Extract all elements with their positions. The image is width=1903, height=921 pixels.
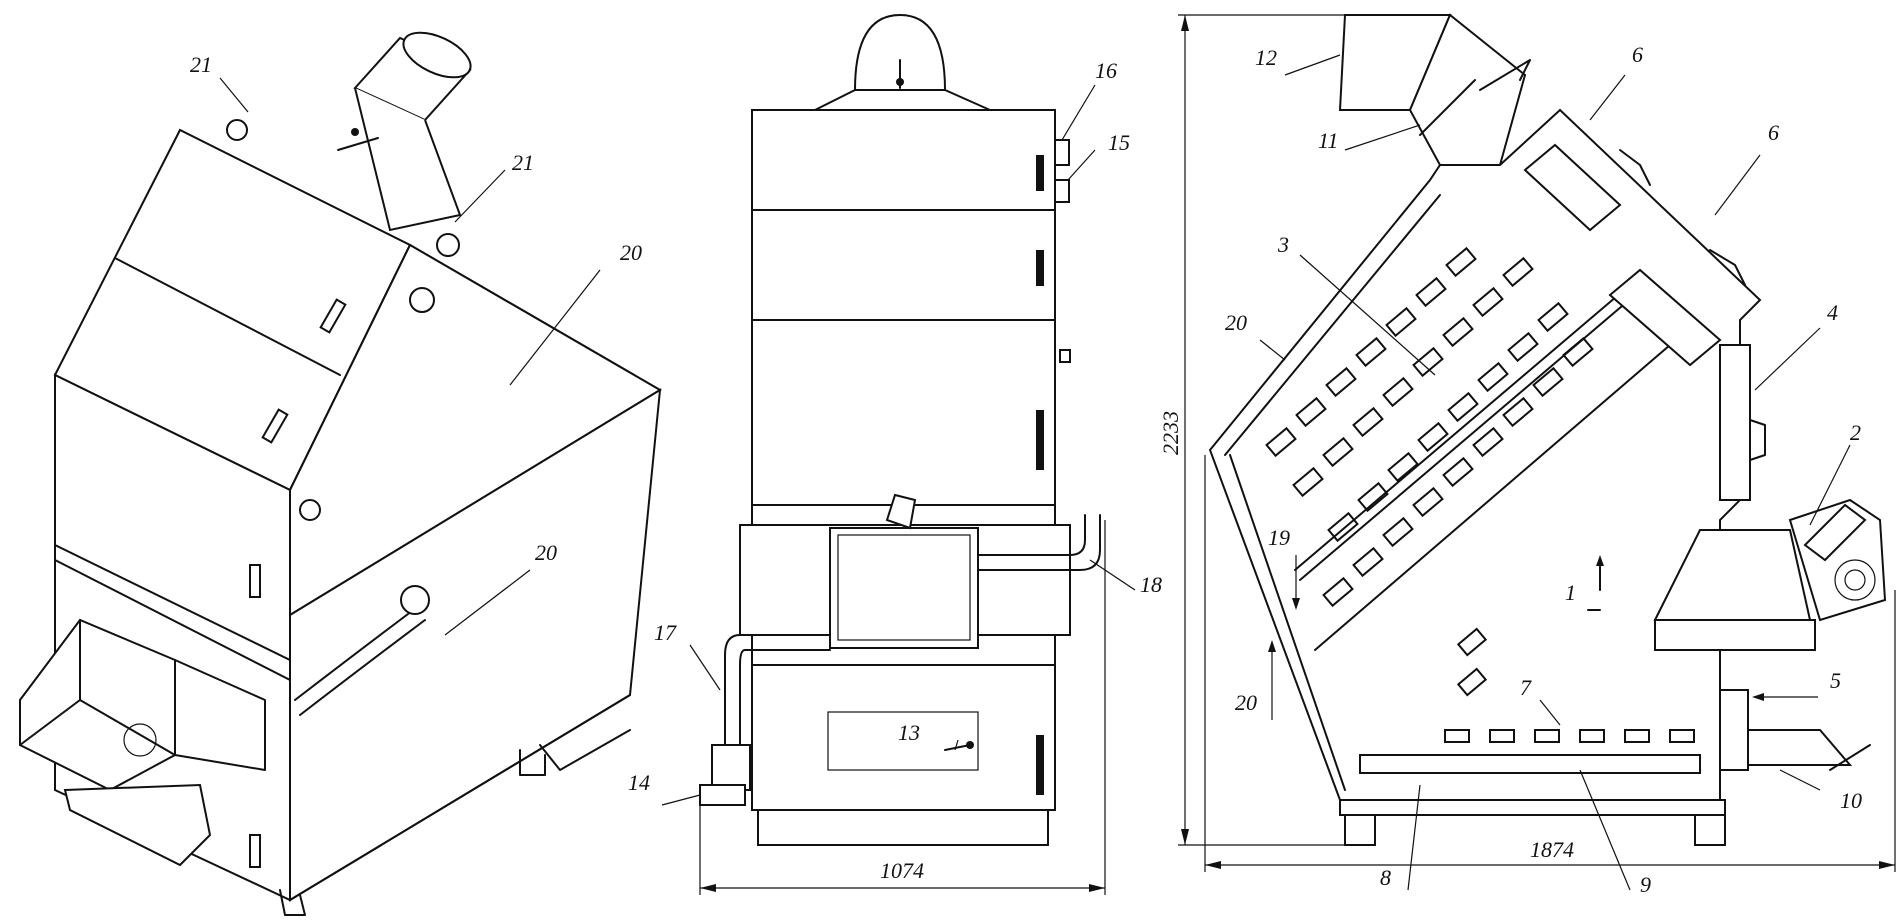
side-body xyxy=(1208,13,1887,846)
front-callouts: 16 15 18 17 13 14 xyxy=(628,58,1162,806)
callout-16: 16 xyxy=(1095,58,1117,83)
front-body xyxy=(699,109,1101,846)
callout-19: 19 xyxy=(1268,525,1290,550)
callout-8: 8 xyxy=(1380,865,1391,890)
callout-2: 2 xyxy=(1850,420,1861,445)
callout-7: 7 xyxy=(1520,675,1532,700)
side-length-dimension: 1874 xyxy=(1204,455,1896,872)
callout-21-top: 21 xyxy=(190,52,212,77)
callout-17: 17 xyxy=(654,620,677,645)
dim-height-2233: 2233 xyxy=(1158,411,1183,455)
callout-21-right: 21 xyxy=(512,150,534,175)
callout-4: 4 xyxy=(1827,300,1838,325)
callout-13: 13 xyxy=(898,720,920,745)
isometric-view: 21 21 20 20 xyxy=(19,31,662,916)
iso-flue-pipe xyxy=(337,31,472,232)
callout-6-upper: 6 xyxy=(1632,42,1643,67)
dim-length-1874: 1874 xyxy=(1530,837,1574,862)
callout-11: 11 xyxy=(1318,128,1338,153)
iso-body xyxy=(19,119,662,916)
front-view: 16 15 18 17 13 14 1074 xyxy=(628,13,1162,895)
side-heat-exchanger-slots xyxy=(1265,246,1671,697)
callout-15: 15 xyxy=(1108,130,1130,155)
callout-10: 10 xyxy=(1840,788,1862,813)
callout-18: 18 xyxy=(1140,572,1162,597)
callout-20-lower: 20 xyxy=(535,540,557,565)
side-callouts: 12 11 6 6 3 20 4 2 19 1 20 7 5 xyxy=(1225,42,1862,897)
callout-9: 9 xyxy=(1640,872,1651,897)
callout-20-side-lower: 20 xyxy=(1235,690,1257,715)
callout-20-side-upper: 20 xyxy=(1225,310,1247,335)
callout-1: 1 xyxy=(1565,580,1576,605)
callout-12: 12 xyxy=(1255,45,1277,70)
front-width-dimension: 1074 xyxy=(699,520,1106,895)
callout-5: 5 xyxy=(1830,668,1841,693)
side-ash-grates xyxy=(1444,729,1695,743)
front-flue xyxy=(814,13,991,111)
iso-callouts: 21 21 20 20 xyxy=(190,52,642,636)
callout-6-lower: 6 xyxy=(1768,120,1779,145)
side-height-dimension: 2233 xyxy=(1158,14,1345,846)
callout-3: 3 xyxy=(1277,232,1289,257)
side-view: 12 11 6 6 3 20 4 2 19 1 20 7 5 xyxy=(1158,13,1896,897)
dim-width-1074: 1074 xyxy=(880,858,924,883)
callout-14: 14 xyxy=(628,770,650,795)
callout-20-upper: 20 xyxy=(620,240,642,265)
